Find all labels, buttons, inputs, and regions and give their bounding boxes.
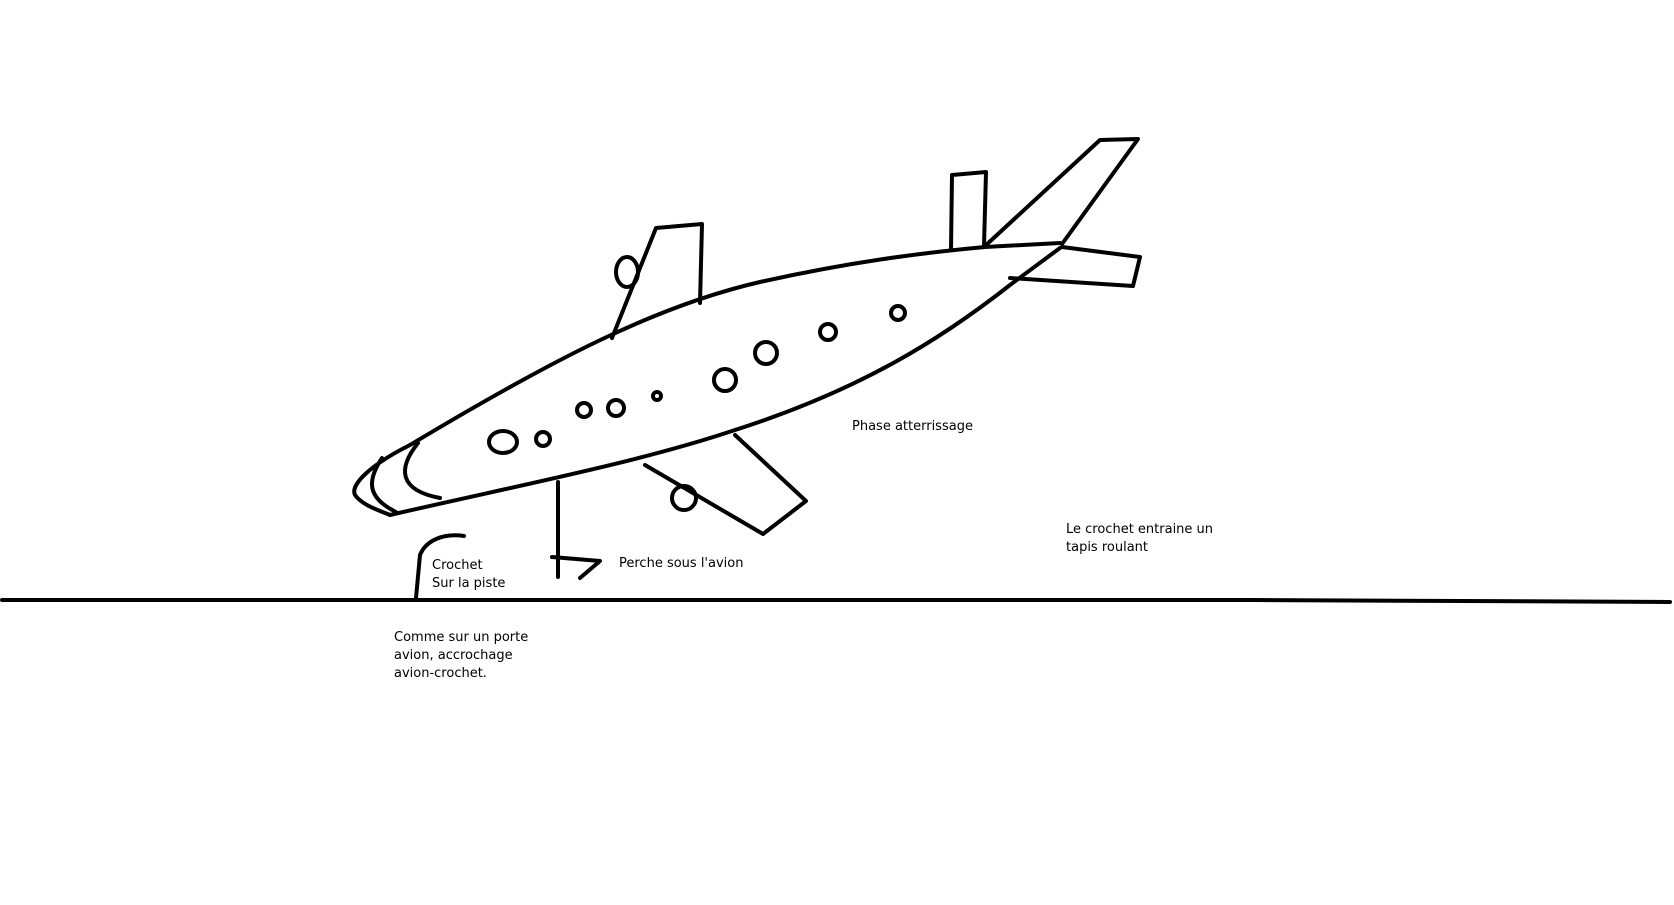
landing-phase-label: Phase atterrissage	[852, 419, 973, 434]
window	[712, 367, 738, 393]
lower-wing	[643, 433, 808, 536]
tail-fin	[983, 137, 1140, 248]
carrier-note-label: Comme sur un porte avion, accrochage avi…	[394, 629, 528, 683]
cockpit-window-line	[370, 456, 398, 514]
carrier-note-line-2: avion, accrochage	[394, 648, 513, 663]
upper-engine	[614, 255, 640, 289]
fin-stub	[949, 170, 988, 252]
carrier-note-line-3: avion-crochet.	[394, 666, 487, 681]
window	[889, 304, 907, 322]
window	[487, 429, 519, 455]
conveyor-label: Le crochet entraine un tapis roulant	[1066, 521, 1213, 557]
runway-hook	[414, 533, 466, 600]
pole-hook	[550, 555, 602, 580]
carrier-note-line-1: Comme sur un porte	[394, 630, 529, 645]
conveyor-label-line-1: Le crochet entraine un	[1066, 522, 1214, 537]
fuselage-top	[408, 241, 1062, 447]
fuselage-bottom	[388, 246, 1062, 517]
window	[818, 322, 838, 342]
upper-wing	[610, 222, 704, 340]
window	[575, 401, 593, 419]
airplane	[352, 137, 1142, 580]
window	[606, 398, 626, 418]
window	[651, 390, 663, 402]
window	[753, 340, 779, 366]
horizontal-stabilizer	[1008, 245, 1142, 288]
cockpit-window-line-2	[403, 441, 442, 500]
pole-label: Perche sous l'avion	[619, 556, 744, 571]
lower-engine	[670, 484, 698, 512]
window	[534, 430, 552, 448]
runway-line	[0, 598, 1672, 604]
hook-label: Crochet Sur la piste	[432, 557, 505, 593]
hook-label-line-1: Crochet	[432, 558, 483, 573]
hook-label-line-2: Sur la piste	[432, 576, 506, 591]
conveyor-label-line-2: tapis roulant	[1066, 540, 1148, 555]
